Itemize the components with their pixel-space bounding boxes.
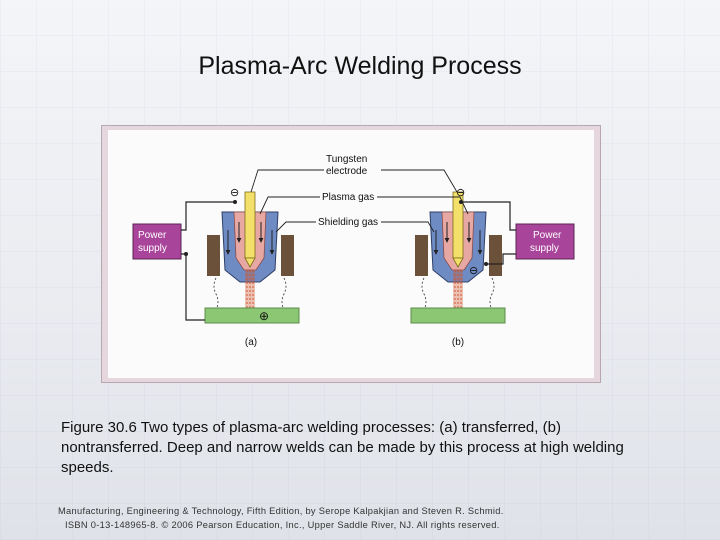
shield-cup-left-a — [207, 235, 220, 276]
shield-cup-right-a — [281, 235, 294, 276]
wire-a-positive — [181, 253, 205, 321]
workpiece-b — [410, 307, 506, 324]
torch-a — [207, 191, 294, 311]
minus-terminal-a: ⊖ — [230, 187, 239, 199]
plus-terminal-a: ⊕ — [259, 309, 269, 323]
figure-frame: ⊕ Power supply ⊖ — [101, 125, 601, 383]
wire-b-positive — [486, 253, 516, 265]
leader-lines — [250, 169, 469, 233]
power-supply-b-label-1: Power — [533, 230, 562, 241]
figure-caption: Figure 30.6 Two types of plasma-arc weld… — [61, 419, 624, 476]
plasma-arc-diagram: ⊕ Power supply ⊖ — [132, 154, 575, 348]
power-supply-a-label-2: supply — [138, 243, 167, 254]
minus-nozzle-b: ⊖ — [469, 265, 478, 277]
figure-panel: ⊕ Power supply ⊖ — [108, 130, 594, 378]
power-supply-a-label-1: Power — [138, 230, 167, 241]
plasma-arc-a — [245, 270, 255, 308]
shield-cup-right-b — [489, 235, 502, 276]
sub-label-b: (b) — [452, 337, 464, 348]
power-supply-a — [132, 223, 182, 260]
footer-line-2: ISBN 0-13-148965-8. © 2006 Pearson Educa… — [65, 520, 500, 530]
minus-terminal-b: ⊖ — [456, 187, 465, 199]
label-plasma-gas: Plasma gas — [322, 192, 374, 203]
workpiece-a — [204, 307, 300, 324]
power-supply-b-label-2: supply — [530, 243, 559, 254]
electrode-a — [244, 191, 256, 259]
power-supply-b — [515, 223, 575, 260]
footer-line-1: Manufacturing, Engineering & Technology,… — [58, 506, 504, 516]
electrode-tip-b — [452, 257, 464, 268]
torch-b — [415, 191, 502, 311]
wire-a-negative — [181, 201, 235, 231]
footer: Manufacturing, Engineering & Technology,… — [58, 504, 578, 532]
slide-title: Plasma-Arc Welding Process — [198, 52, 522, 80]
plasma-arc-b — [453, 270, 463, 308]
wire-b-negative — [461, 201, 516, 231]
sub-label-a: (a) — [245, 337, 257, 348]
label-tungsten-1: Tungsten — [326, 154, 367, 165]
label-shielding-gas: Shielding gas — [318, 217, 378, 228]
shield-cup-left-b — [415, 235, 428, 276]
label-tungsten-2: electrode — [326, 166, 368, 177]
electrode-tip-a — [244, 257, 256, 268]
